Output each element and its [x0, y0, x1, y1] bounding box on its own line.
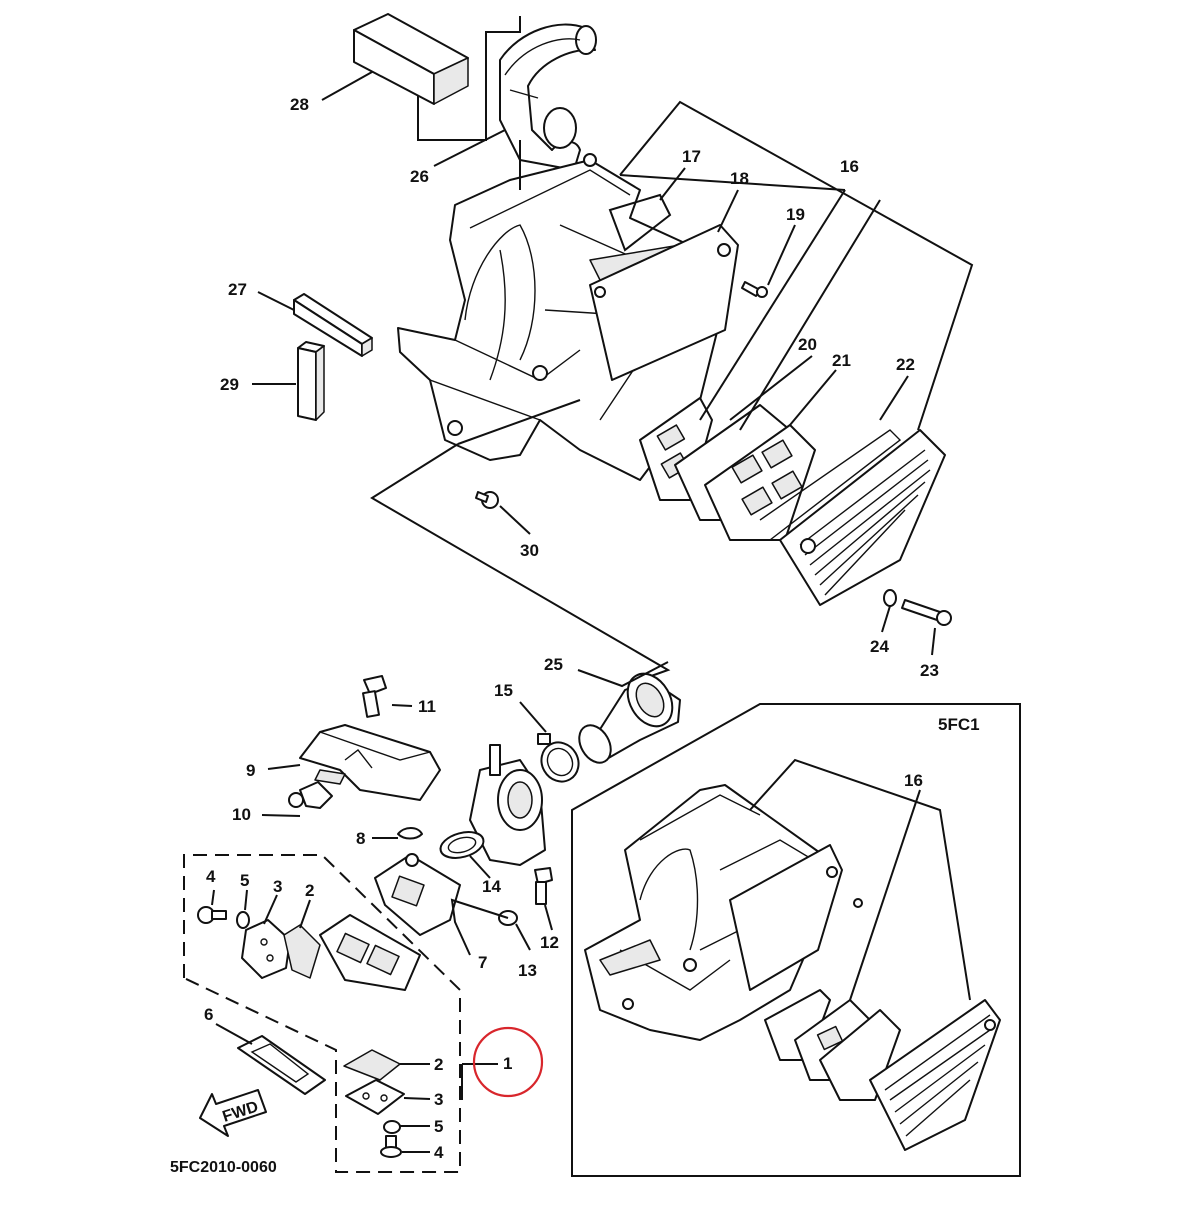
- callout-28: 28: [290, 95, 309, 114]
- part-24-washer: [883, 589, 897, 607]
- callout-14: 14: [482, 877, 501, 896]
- highlight-circle: [472, 1026, 544, 1098]
- part-25-joint: [578, 672, 681, 764]
- callout-11: 11: [418, 697, 436, 716]
- variant-element-cover: [869, 999, 1001, 1151]
- air-cleaner-assembly: [293, 13, 952, 626]
- forward-arrow-icon: FWD: [199, 1089, 267, 1137]
- reed-carb-assembly: FWD: [197, 672, 681, 1158]
- part-12-bolt: [534, 867, 553, 905]
- variant-label: 5FC1: [938, 715, 980, 734]
- part-10-clip: [288, 781, 333, 809]
- callout-7: 7: [478, 953, 487, 972]
- part-23-bolt: [901, 599, 952, 626]
- variant-leader-16b: [849, 789, 921, 1001]
- part-15-clamp: [537, 733, 580, 783]
- callout-13: 13: [518, 961, 537, 980]
- part-18-cover: [589, 224, 739, 381]
- part-3-stopper-lower: [345, 1079, 405, 1115]
- callout-24: 24: [870, 637, 889, 656]
- callout-8: 8: [356, 829, 365, 848]
- reed-valve-body: [319, 914, 421, 991]
- part-2-reed-lower: [343, 1049, 401, 1081]
- part-8-clip: [397, 827, 423, 840]
- callout-18: 18: [730, 169, 749, 188]
- part-30-bolt: [475, 491, 499, 509]
- callout-9: 9: [246, 761, 255, 780]
- variant-cover: [729, 844, 843, 991]
- callout-15: 15: [494, 681, 513, 700]
- part-4-screw-upper: [197, 906, 227, 924]
- callout-5-upper: 5: [240, 871, 249, 890]
- callout-2-upper: 2: [305, 881, 314, 900]
- callout-5-lower: 5: [434, 1117, 443, 1136]
- callout-12: 12: [540, 933, 559, 952]
- part-22-element-cover: [759, 429, 946, 606]
- part-26-intake-duct: [499, 23, 597, 171]
- callout-labels: 28 26 17 16 18 19 27 20 21 22 29 30 24 2…: [170, 95, 939, 1176]
- part-5-washer-upper: [236, 911, 250, 929]
- part-11-bolt: [362, 675, 387, 718]
- drawing-code: 5FC2010-0060: [170, 1159, 277, 1176]
- part-4-screw-lower: [380, 1135, 402, 1158]
- part-21-element: [674, 404, 816, 541]
- part-28-foam-block: [353, 13, 469, 105]
- bottom-leader-lines: [211, 661, 669, 1153]
- callout-25: 25: [544, 655, 563, 674]
- callout-23: 23: [920, 661, 939, 680]
- callout-16-top: 16: [840, 157, 859, 176]
- part-2-reed-upper: [283, 924, 321, 979]
- part-7-reed-block: [374, 853, 461, 936]
- callout-10: 10: [232, 805, 251, 824]
- callout-3-lower: 3: [434, 1090, 443, 1109]
- callout-4-lower: 4: [434, 1143, 444, 1162]
- reed-kit-boundary: [183, 854, 461, 1173]
- part-29-foam-strip: [297, 341, 325, 421]
- callout-6: 6: [204, 1005, 213, 1024]
- part-17-gasket: [608, 193, 672, 252]
- part-3-stopper-upper: [241, 919, 291, 979]
- callout-1: 1: [503, 1054, 512, 1073]
- callout-22: 22: [896, 355, 915, 374]
- part-14-clamp: [439, 831, 485, 859]
- part-9-housing: [299, 724, 441, 801]
- top-leader-lines: [252, 16, 974, 681]
- callout-30: 30: [520, 541, 539, 560]
- callout-29: 29: [220, 375, 239, 394]
- callout-26: 26: [410, 167, 429, 186]
- callout-3-upper: 3: [273, 877, 282, 896]
- callout-21: 21: [832, 351, 851, 370]
- variant-5fc1-panel: 5FC1: [571, 703, 1021, 1177]
- callout-4-upper: 4: [206, 867, 216, 886]
- callout-2-lower: 2: [434, 1055, 443, 1074]
- part-6-gasket: [237, 1035, 326, 1095]
- part-5-washer-lower: [383, 1120, 401, 1134]
- part-19-screw: [741, 281, 768, 298]
- callout-16-variant: 16: [904, 771, 923, 790]
- variant-leader-16: [749, 758, 971, 1001]
- variant-screw: [853, 898, 863, 908]
- callout-20: 20: [798, 335, 817, 354]
- callout-19: 19: [786, 205, 805, 224]
- callout-27: 27: [228, 280, 247, 299]
- callout-17: 17: [682, 147, 701, 166]
- carburetor: [469, 744, 546, 866]
